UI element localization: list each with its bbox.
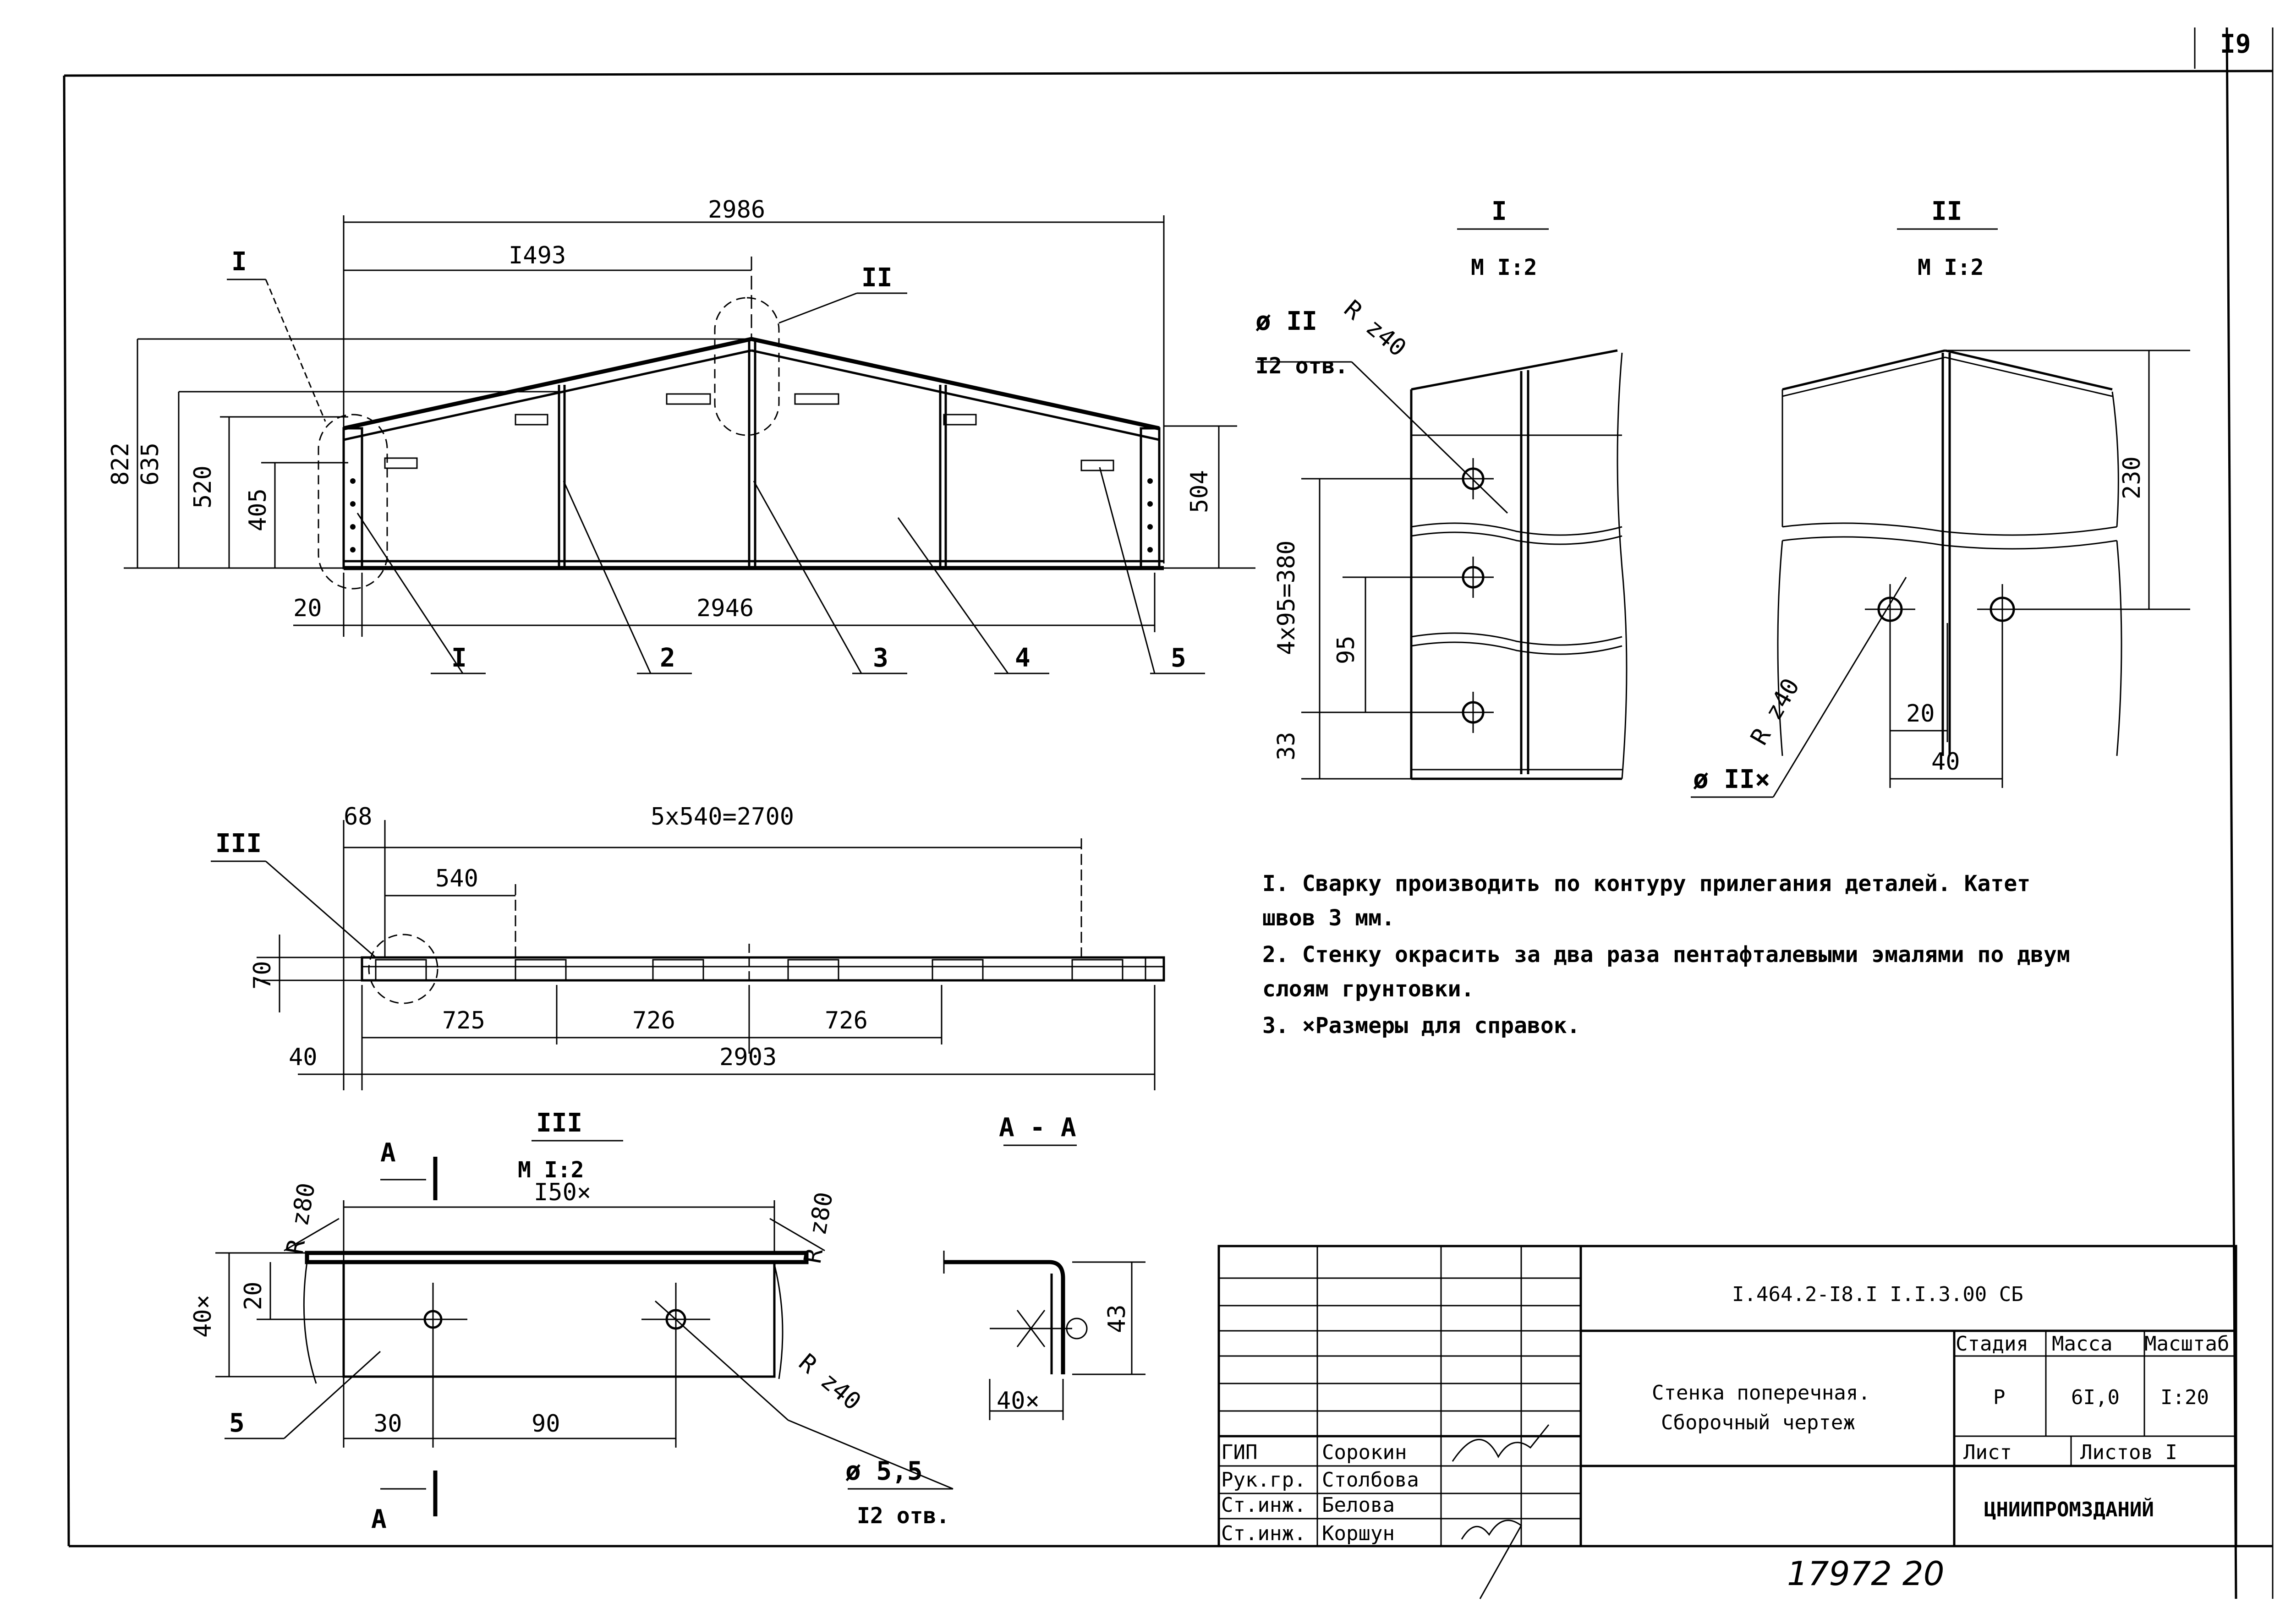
dim-plan-725: 725	[442, 1007, 485, 1034]
callout-2: 2	[660, 643, 675, 673]
dim-detail-I-33: 33	[1273, 732, 1300, 760]
organization: ЦНИИПРОМЗДАНИЙ	[1984, 1497, 2154, 1521]
detail-I-title: I	[1491, 197, 1507, 226]
plan-detail-mark: III	[215, 829, 262, 858]
dim-plan-pitch: 5x540=2700	[651, 803, 794, 831]
note-line-1: I. Сварку производить по контуру прилега…	[1262, 871, 2030, 897]
dim-detail-III-30: 30	[373, 1410, 402, 1438]
dim-detail-III-90: 90	[532, 1410, 560, 1438]
section-AA	[943, 1144, 1146, 1420]
dim-detail-II-230: 230	[2118, 456, 2146, 499]
dim-plan-726b: 726	[825, 1007, 868, 1034]
dim-h504: 504	[1186, 470, 1213, 513]
dim-h520: 520	[189, 465, 217, 509]
detail-II-title: II	[1931, 197, 1962, 226]
label-sheets: Листов I	[2080, 1441, 2177, 1464]
dim-detail-I-pitch: 4x95=380	[1273, 541, 1300, 655]
notes: I. Сварку производить по контуру прилега…	[1262, 871, 2070, 1039]
dim-plan-68: 68	[344, 803, 373, 831]
detail-III-radius-hole: R z40	[794, 1349, 866, 1416]
title-block	[1217, 1245, 2237, 1599]
label-sheet: Лист	[1963, 1441, 2012, 1464]
note-line-5: 3. ×Размеры для справок.	[1262, 1013, 1580, 1039]
dim-plan-726a: 726	[632, 1007, 675, 1034]
dim-detail-III-20: 20	[240, 1281, 267, 1310]
title-designation: I.464.2-I8.I I.I.3.00 СБ	[1732, 1283, 2023, 1306]
sheet-frame	[63, 27, 2274, 1599]
dim-plan-2903: 2903	[719, 1044, 777, 1071]
dim-offset20: 20	[293, 595, 322, 622]
detail-I-hole: ø II	[1255, 306, 1317, 336]
detail-III-holes-count: I2 отв.	[857, 1503, 949, 1529]
detail-mark-II: II	[861, 263, 892, 293]
dim-detail-I-95: 95	[1332, 635, 1360, 664]
callout-3: 3	[873, 643, 888, 673]
dim-h405: 405	[244, 488, 272, 531]
detail-I-holes-count: I2 отв.	[1255, 353, 1348, 379]
dim-half-length: I493	[509, 242, 566, 269]
title-name-line1: Стенка поперечная.	[1652, 1381, 1870, 1405]
callout-1: I	[451, 643, 467, 673]
plan-view	[211, 820, 1165, 1090]
section-mark-bottom: А	[371, 1504, 387, 1534]
detail-II-scale: М I:2	[1918, 255, 1984, 280]
dim-h822: 822	[107, 443, 134, 486]
detail-III-radius-right: R z80	[799, 1190, 839, 1266]
header-stage: Стадия	[1956, 1332, 2028, 1356]
dim-detail-II-20: 20	[1906, 700, 1935, 727]
dim-plan-70: 70	[249, 961, 276, 990]
detail-III-hole: ø 5,5	[845, 1456, 923, 1486]
sign-name-3: Коршун	[1322, 1522, 1395, 1545]
sign-role-3: Ст.инж.	[1221, 1522, 1306, 1545]
dim-detail-II-40: 40	[1931, 748, 1960, 776]
callout-4: 4	[1015, 643, 1030, 673]
detail-II-hole: ø II×	[1693, 765, 1770, 794]
sign-name-1: Столбова	[1322, 1468, 1419, 1492]
detail-III-callout: 5	[229, 1408, 245, 1438]
detail-I-radius: R z40	[1339, 295, 1411, 362]
dim-total-length: 2986	[708, 196, 765, 224]
dim-bottom-length: 2946	[696, 595, 754, 622]
detail-I	[1255, 228, 1628, 780]
note-line-4: слоям грунтовки.	[1262, 976, 1474, 1002]
sign-role-0: ГИП	[1221, 1441, 1257, 1464]
section-mark-top: А	[380, 1138, 396, 1168]
dim-plan-540: 540	[435, 865, 478, 892]
header-scale: Масштаб	[2144, 1332, 2229, 1356]
note-line-3: 2. Стенку окрасить за два раза пентафтал…	[1262, 942, 2070, 968]
section-AA-title: А - А	[999, 1113, 1076, 1143]
detail-III-scale: М I:2	[518, 1157, 584, 1183]
sign-role-2: Ст.инж.	[1221, 1493, 1306, 1517]
dim-plan-40: 40	[289, 1044, 318, 1071]
title-name-line2: Сборочный чертеж	[1661, 1411, 1855, 1434]
value-mass: 6I,0	[2071, 1386, 2120, 1409]
callout-5: 5	[1171, 643, 1186, 673]
detail-II-radius: R z40	[1745, 674, 1805, 750]
detail-I-scale: М I:2	[1471, 255, 1537, 280]
dim-section-43: 43	[1103, 1304, 1131, 1333]
inventory-number: 17972 20	[1787, 1554, 1945, 1593]
detail-II	[1691, 228, 2190, 798]
sign-name-0: Сорокин	[1322, 1441, 1407, 1464]
detail-mark-I: I	[231, 247, 247, 277]
detail-III-radius-left: R z80	[281, 1181, 321, 1257]
sign-name-2: Белова	[1322, 1493, 1395, 1517]
value-stage: Р	[1993, 1386, 2006, 1409]
main-view	[124, 215, 1255, 674]
dim-h635: 635	[137, 443, 164, 486]
value-scale: I:20	[2160, 1386, 2209, 1409]
dim-detail-III-150: I50×	[534, 1179, 591, 1206]
page-number: I9	[2220, 29, 2251, 59]
dim-detail-III-40: 40×	[189, 1295, 217, 1338]
sign-role-1: Рук.гр.	[1221, 1468, 1306, 1492]
note-line-2: швов 3 мм.	[1262, 905, 1395, 931]
detail-III-title: III	[536, 1108, 582, 1138]
header-mass: Масса	[2052, 1332, 2112, 1356]
dim-section-40: 40×	[997, 1387, 1040, 1415]
detail-III	[215, 1140, 954, 1516]
